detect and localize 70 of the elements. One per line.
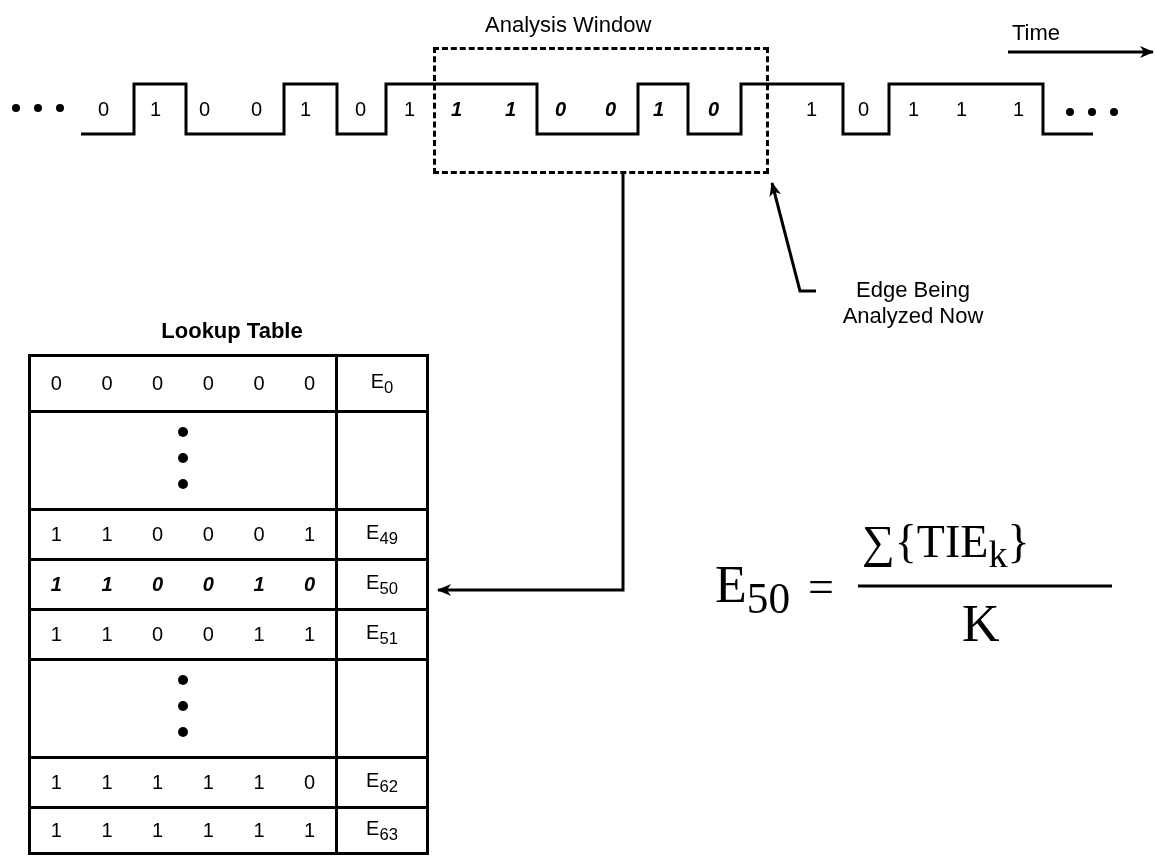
table-cell: 0 [284,757,337,808]
table-title: Lookup Table [160,318,304,344]
bit-label: 0 [199,98,211,120]
table-cell: 0 [233,355,285,412]
table-cell: E$_{51}$ [336,609,428,660]
table-cell: 0 [183,509,234,560]
table-cell: 1 [183,807,234,854]
table-cell: 0 [132,559,183,610]
table-cell: 1 [29,509,82,560]
table-cell: 1 [81,609,133,660]
table-cell: 0 [183,609,234,660]
callout-text: Edge Being Analyzed Now [818,277,1008,329]
table-cell: 1 [233,807,285,854]
table-cell: 0 [132,609,183,660]
formula-numerator: ∑{TIE$_{k}$} [862,515,1030,577]
table-cell: 1 [284,509,337,560]
table-cell: 0 [284,559,337,610]
bit-label: 0 [555,98,567,120]
table-cell: 1 [29,609,82,660]
table-cell: E$_{49}$ [336,509,428,560]
table-cell: 1 [233,757,285,808]
table-cell: E$_{62}$ [336,757,428,808]
formula-term: E$_{50}$ [715,555,791,624]
table-cell: E$_{0}$ [336,355,428,412]
bit-label: 1 [908,98,920,120]
bit-label: 1 [806,98,818,120]
table-cell: 1 [284,807,337,854]
table-cell: 1 [233,559,285,610]
formula-denominator: K [962,594,1000,653]
equals-sign: = [808,560,834,613]
table-cell: 1 [284,609,337,660]
bit-label: 1 [150,98,162,120]
bit-label: 1 [404,98,416,120]
table-cell: 0 [132,355,183,412]
bit-label: 1 [1013,98,1025,120]
table-cell: E$_{63}$ [336,807,428,854]
table-cell: 1 [29,757,82,808]
table-cell: 1 [81,559,133,610]
table-cell: 1 [233,609,285,660]
bit-label: 0 [708,98,720,120]
bit-label: 1 [505,98,517,120]
arrow [437,174,625,596]
window-title: Analysis Window [485,12,652,38]
bit-label: 1 [956,98,968,120]
bit-label: 1 [300,98,312,120]
table-cell: 1 [132,757,183,808]
table-cell: 1 [29,807,82,854]
table-cell: 0 [29,355,82,412]
bit-label: 0 [98,98,110,120]
table-cell: 1 [183,757,234,808]
table-cell: 1 [29,559,82,610]
leader-line [769,182,816,293]
bit-label: 0 [605,98,617,120]
bit-label: 1 [653,98,665,120]
table-cell: 1 [81,807,133,854]
table-cell: 1 [81,757,133,808]
bit-label: 0 [858,98,870,120]
table-cell: 1 [81,509,133,560]
table-cell: 0 [284,355,337,412]
table-cell: 0 [81,355,133,412]
table-cell: E$_{50}$ [336,559,428,610]
table-cell: 0 [233,509,285,560]
bit-label: 1 [451,98,463,120]
bit-label: 0 [251,98,263,120]
axis-label: Time [1012,20,1061,46]
bit-label: 0 [355,98,367,120]
table-cell: 0 [132,509,183,560]
table-cell: 0 [183,559,234,610]
table-cell: 1 [132,807,183,854]
table-cell: 0 [183,355,234,412]
